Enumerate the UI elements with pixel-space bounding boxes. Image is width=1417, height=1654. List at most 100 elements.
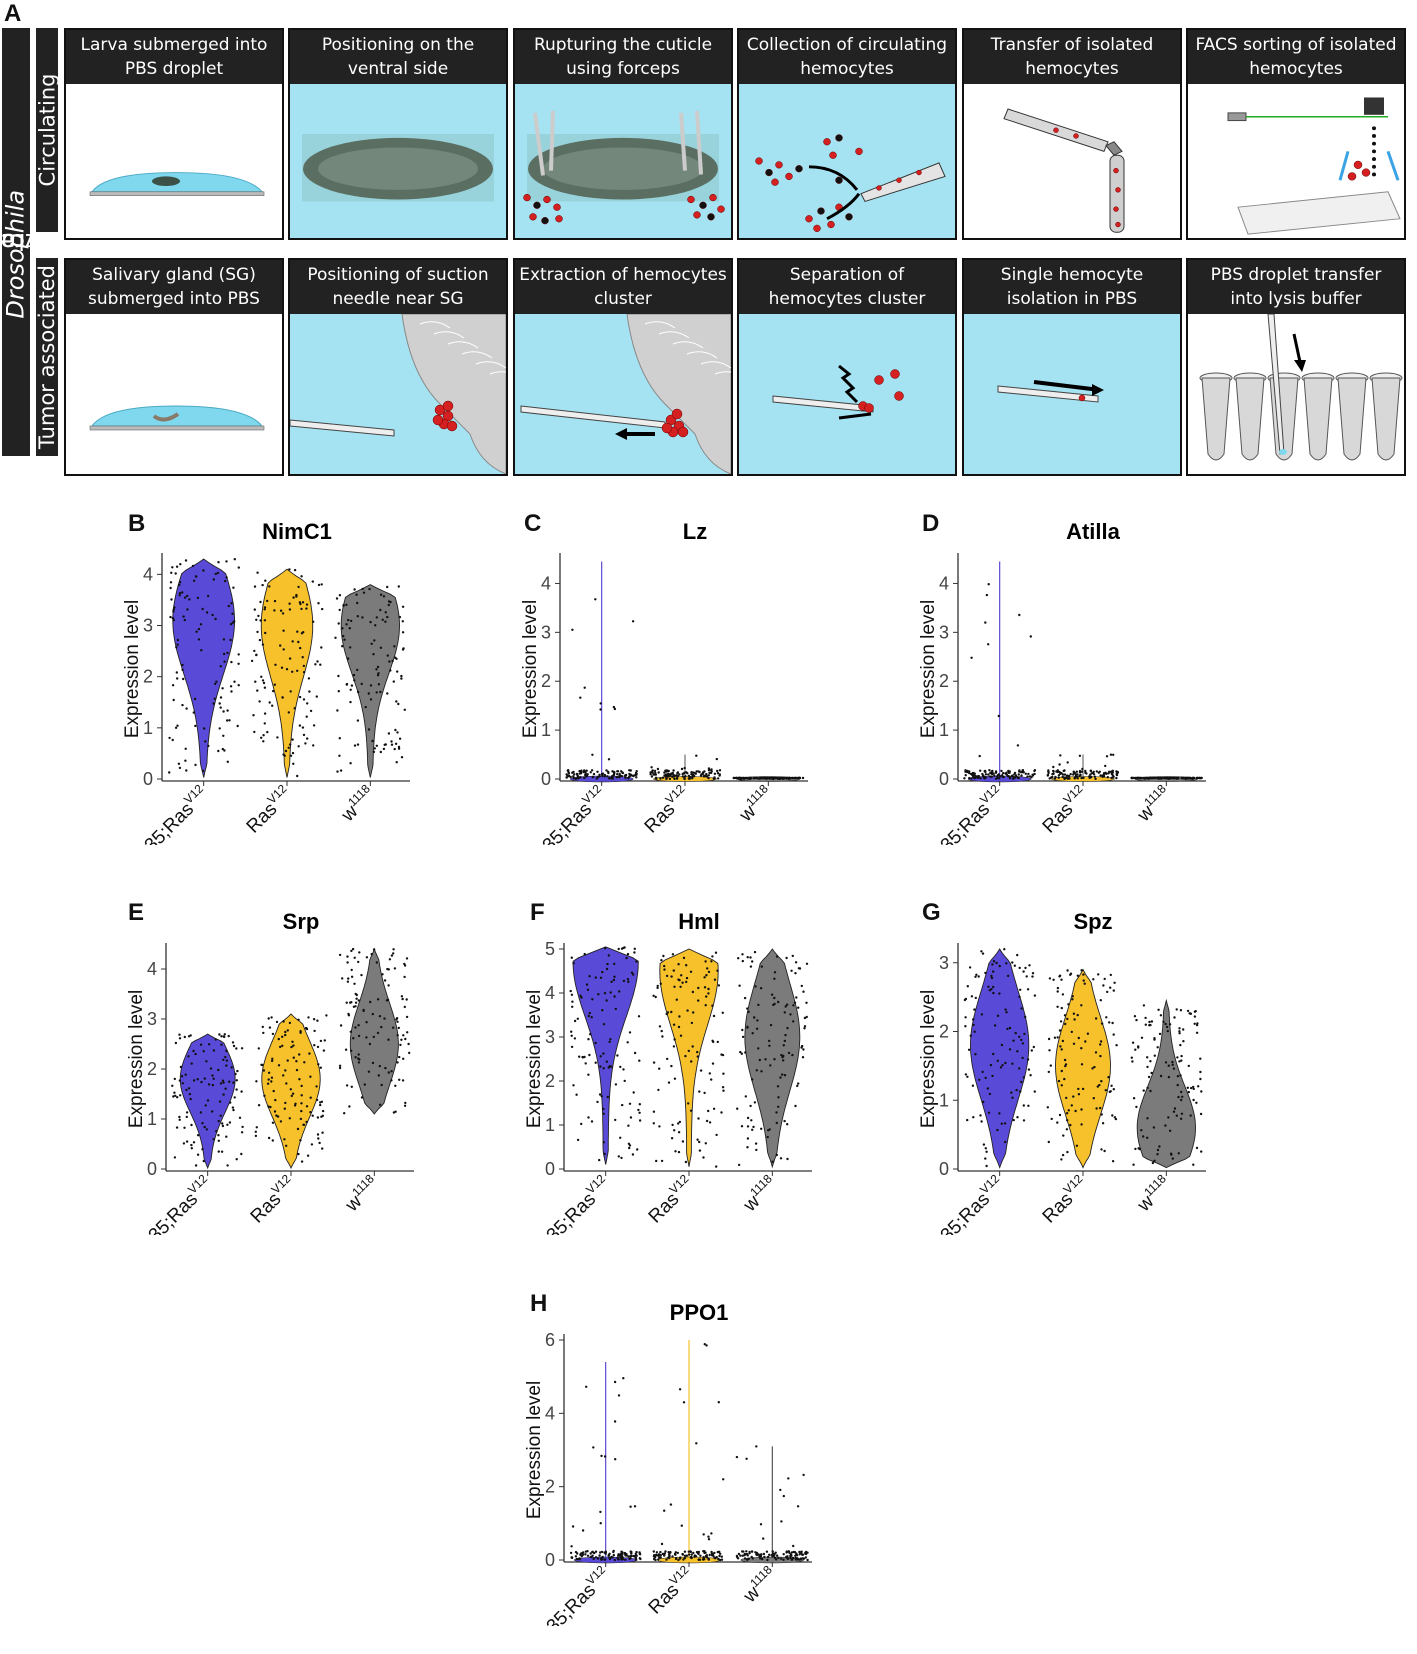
data-point [710, 1552, 714, 1555]
data-point [240, 1152, 243, 1156]
data-point [739, 1050, 742, 1054]
data-point [397, 585, 400, 588]
data-point [217, 1068, 220, 1072]
data-point [231, 612, 234, 615]
data-point [175, 646, 178, 649]
data-point [341, 977, 344, 980]
step-transfer: Transfer of isolated hemocytes [962, 28, 1182, 240]
data-point [990, 974, 993, 978]
data-point [667, 1556, 670, 1559]
data-point [400, 756, 404, 759]
y-tick-label: 4 [541, 573, 551, 593]
data-point [1111, 1160, 1115, 1163]
data-point [1028, 775, 1032, 778]
data-point [667, 1553, 671, 1556]
data-point [743, 996, 747, 1000]
data-point [254, 1130, 257, 1133]
data-point [1059, 772, 1062, 775]
data-point [220, 1043, 223, 1046]
data-point [270, 1076, 274, 1079]
data-point [614, 1007, 617, 1011]
data-point [992, 985, 995, 989]
data-point [587, 1073, 590, 1076]
data-point [996, 774, 1000, 777]
data-point [1176, 1075, 1180, 1078]
data-point [802, 990, 805, 993]
data-point [1069, 1123, 1072, 1127]
data-point [1138, 1147, 1141, 1151]
data-point [794, 972, 797, 975]
data-point [1115, 773, 1118, 776]
data-point [1067, 1003, 1070, 1006]
step-extraction: Extraction of hemocytes cluster [513, 258, 733, 476]
data-point [681, 1140, 685, 1143]
y-tick-label: 4 [939, 573, 949, 593]
data-point [303, 1061, 306, 1064]
data-point [1074, 773, 1078, 776]
panel-label-g: G [922, 899, 941, 926]
data-point [1181, 777, 1184, 780]
data-point [1066, 1017, 1069, 1021]
data-point [697, 1117, 700, 1120]
data-point [631, 620, 635, 623]
data-point [1072, 1012, 1076, 1015]
y-tick-label: 0 [939, 1159, 949, 1179]
y-tick-label: 0 [143, 769, 153, 789]
data-point [635, 1550, 638, 1554]
data-point [684, 775, 687, 778]
data-point [309, 1111, 312, 1114]
data-point [338, 754, 341, 757]
data-point [1008, 777, 1012, 780]
data-point [1198, 776, 1201, 780]
data-point [363, 1083, 366, 1086]
data-point [801, 1056, 805, 1059]
data-point [766, 1135, 769, 1139]
data-point [987, 985, 990, 988]
data-point [711, 1004, 714, 1007]
data-point [349, 646, 352, 649]
data-point [663, 1509, 666, 1512]
data-point [779, 1557, 783, 1560]
data-point [987, 583, 990, 586]
data-point [382, 595, 386, 598]
data-point [220, 1150, 224, 1153]
data-point [794, 1556, 797, 1560]
data-point [605, 769, 608, 772]
data-point [356, 601, 359, 605]
data-point [599, 1551, 602, 1554]
data-point [229, 1101, 232, 1104]
data-point [1132, 776, 1135, 780]
data-point [633, 951, 636, 954]
data-point [626, 978, 630, 981]
data-point [1179, 1074, 1182, 1077]
data-point [293, 568, 297, 572]
data-point [1024, 1015, 1027, 1019]
data-point [181, 663, 184, 667]
data-point [771, 777, 774, 780]
data-point [656, 1554, 659, 1557]
data-point [1084, 1040, 1087, 1043]
data-point [172, 610, 175, 613]
data-point [991, 963, 994, 966]
data-point [1105, 755, 1109, 758]
data-point [612, 773, 616, 776]
data-point [613, 707, 617, 711]
data-point [1065, 1096, 1068, 1100]
data-point [304, 742, 307, 745]
data-point [635, 960, 638, 963]
data-point [350, 968, 353, 972]
data-point [1064, 1022, 1067, 1026]
step-title: Rupturing the cuticle using forceps [515, 30, 731, 84]
data-point [673, 1038, 676, 1041]
data-point [1110, 1084, 1113, 1087]
data-point [746, 777, 750, 780]
data-point [396, 670, 399, 673]
data-point [748, 1552, 751, 1555]
data-point [720, 1555, 723, 1558]
data-point [710, 1532, 713, 1535]
data-point [705, 1344, 708, 1347]
data-point [1064, 1064, 1067, 1068]
data-point [316, 1045, 320, 1049]
